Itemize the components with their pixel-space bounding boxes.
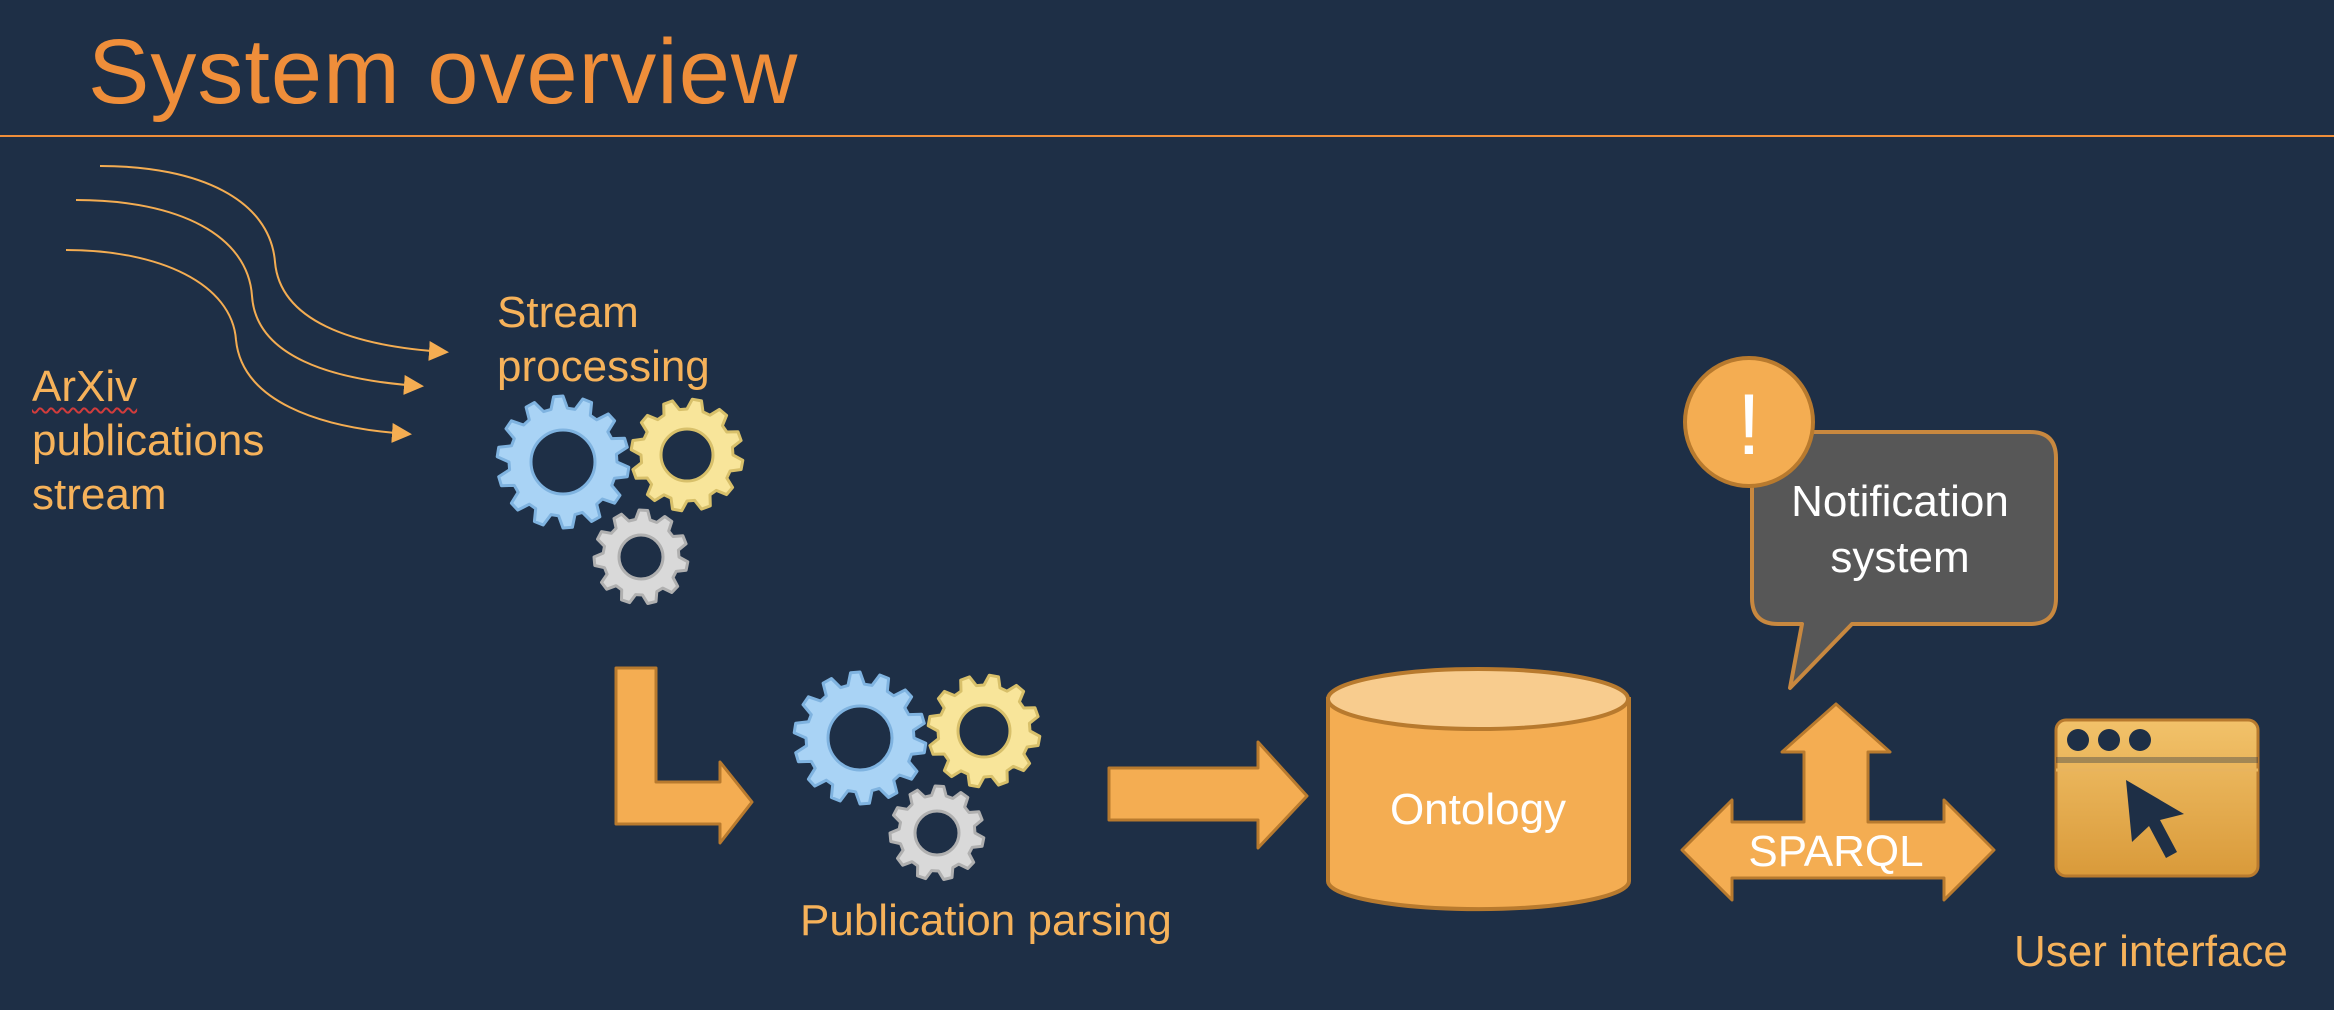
stream-arrow-2 [75,199,424,395]
slide-title: System overview [88,21,799,123]
notification-label-line-1: Notification [1791,477,2009,526]
publication-parsing-label: Publication parsing [800,896,1172,945]
alert-icon [1683,356,1815,488]
notification-mark: ! [1737,377,1761,473]
stream-processing-label: Stream processing [497,286,710,394]
gear-icon [792,670,928,806]
publication-parsing-gears [792,670,1042,881]
ontology-label: Ontology [1390,785,1566,834]
arxiv-stream-label-line-2: publications [32,416,265,465]
arxiv-stream-label: ArXiv publications stream [32,360,264,522]
user-interface-label: User interface [2014,927,2288,976]
stream-arrow-3 [65,249,412,443]
gear-icon [495,394,631,530]
stream-processing-label-line-1: Stream [497,288,639,337]
gear-icon [629,397,745,513]
stream-arrow-1 [99,165,449,361]
right-arrow-icon [1107,740,1309,850]
gear-icon [926,673,1042,789]
arxiv-stream-label-line-1: ArXiv [32,362,138,411]
gear-icon [888,784,986,881]
sparql-three-way-arrow-icon [1680,702,1996,902]
sparql-label: SPARQL [1748,827,1923,876]
browser-window-icon [2054,718,2260,878]
bent-arrow-icon [614,666,754,845]
stream-arrows [65,165,449,443]
ontology-database-icon [1326,667,1631,912]
notification-label-line-2: system [1830,533,1969,582]
stream-processing-label-line-2: processing [497,342,710,391]
gear-icon [592,508,690,605]
arxiv-stream-label-line-3: stream [32,470,167,519]
stream-processing-gears [495,394,745,605]
cursor-icon [2126,780,2184,858]
